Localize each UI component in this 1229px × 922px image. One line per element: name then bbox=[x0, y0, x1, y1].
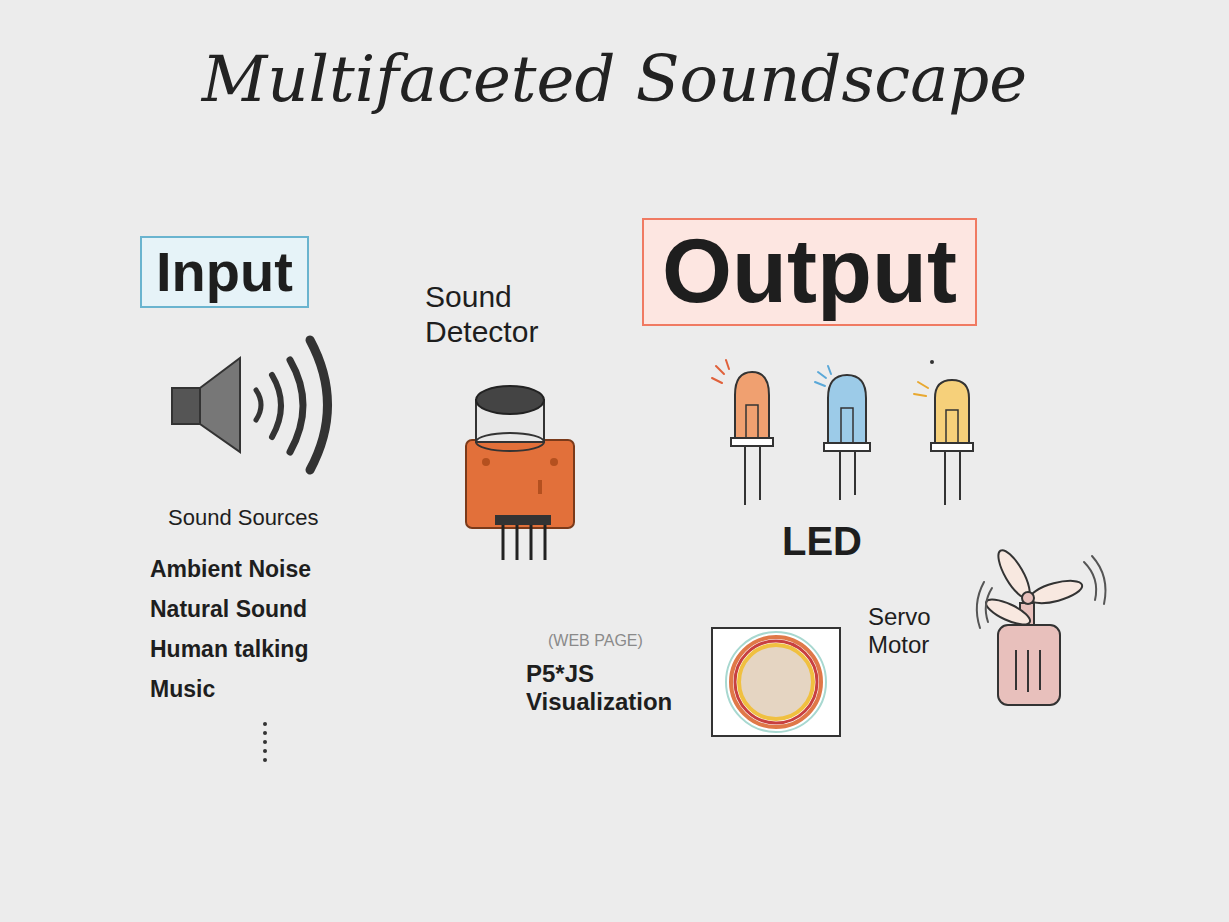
led-group: LED bbox=[700, 355, 1000, 570]
led-orange bbox=[712, 360, 773, 505]
region-shape bbox=[492, 262, 1128, 766]
input-region: InputSound SourcesAmbient NoiseNatural S… bbox=[110, 230, 410, 775]
led-blue bbox=[815, 366, 870, 500]
list-heading: Sound Sources bbox=[168, 505, 318, 530]
output-region: LED (WEB PAGE) P5*JS Visualization Servo Mo… bbox=[485, 212, 1135, 774]
region-shape bbox=[378, 245, 636, 636]
servo-label: Servo Motor bbox=[868, 603, 978, 658]
list-item: Human talking bbox=[150, 636, 308, 662]
output-heading: Output bbox=[642, 218, 977, 326]
list-item: Music bbox=[150, 676, 215, 702]
list-item: Ambient Noise bbox=[150, 556, 311, 582]
speaker-icon bbox=[172, 340, 328, 470]
list-item: Natural Sound bbox=[150, 596, 307, 622]
sensor-region: Sound Detector bbox=[370, 240, 645, 645]
servo-motor bbox=[977, 546, 1106, 705]
input-heading: Input bbox=[140, 236, 309, 308]
visualization-label: P5*JS Visualization bbox=[526, 660, 696, 715]
led-label: LED bbox=[782, 518, 862, 564]
sound-sensor bbox=[466, 386, 574, 560]
visualization-group: (WEB PAGE) P5*JS Visualization bbox=[515, 625, 845, 745]
web-page-screen bbox=[712, 628, 840, 736]
servo-group: Servo Motor bbox=[860, 530, 1090, 720]
web-page-note: (WEB PAGE) bbox=[548, 632, 643, 650]
continuation-dots bbox=[263, 722, 267, 762]
sensor-label: Sound Detector bbox=[425, 280, 600, 349]
led-yellow bbox=[914, 360, 973, 505]
diagram-title: Multifaceted Soundscape bbox=[0, 42, 1229, 116]
region-shape bbox=[117, 292, 400, 768]
